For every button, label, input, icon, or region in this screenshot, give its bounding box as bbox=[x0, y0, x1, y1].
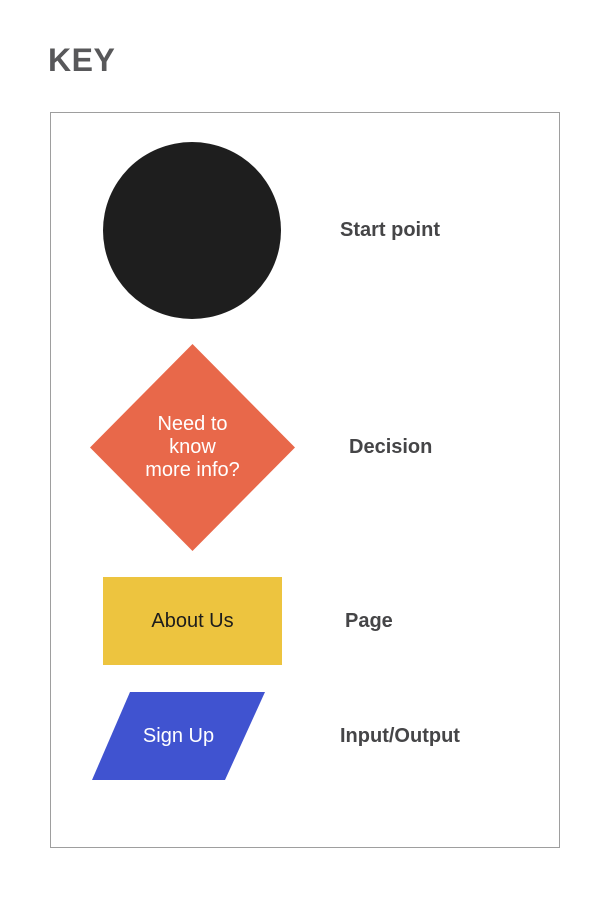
input-output-shape-text: Sign Up bbox=[142, 724, 215, 747]
page-shape: About Us bbox=[103, 577, 282, 665]
legend-label-start-point: Start point bbox=[340, 219, 440, 241]
legend-label-input-output: Input/Output bbox=[340, 725, 460, 747]
legend-label-page: Page bbox=[345, 610, 393, 632]
decision-shape-text: Need to know more info? bbox=[145, 413, 240, 481]
page-title: KEY bbox=[48, 42, 116, 78]
start-point-shape bbox=[103, 142, 281, 319]
page-shape-text: About Us bbox=[151, 609, 234, 632]
legend-label-decision: Decision bbox=[349, 436, 433, 458]
